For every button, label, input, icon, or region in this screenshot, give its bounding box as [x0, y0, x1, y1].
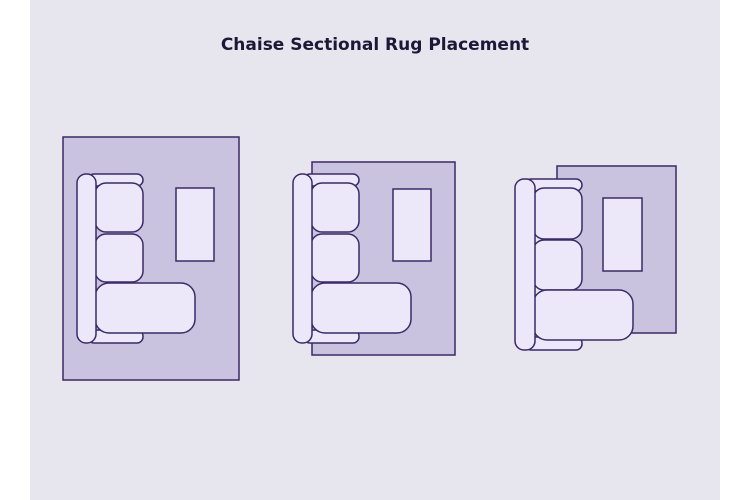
- sectional-cushion-1a-1: [94, 182, 144, 233]
- sectional-cushion-1b-1: [94, 233, 144, 283]
- arrangement-3: [514, 165, 677, 351]
- sectional-cushion-b-2: [310, 233, 360, 283]
- sectional-cushion-a-3: [532, 187, 583, 240]
- coffee-table-3: [602, 197, 643, 272]
- coffee-table-2: [392, 188, 432, 262]
- sectional-arm-1: [76, 173, 97, 344]
- sectional-cushion-b-3: [532, 239, 583, 291]
- sectional-arm-2: [292, 173, 313, 344]
- arrangement-1: [62, 136, 240, 381]
- sectional-arm-3: [514, 178, 536, 351]
- sectional-cushion-a-2: [310, 182, 360, 233]
- chaise-3: [532, 289, 634, 341]
- page-title: Chaise Sectional Rug Placement: [220, 35, 530, 55]
- arrangement-2: [292, 161, 456, 356]
- chaise-2: [310, 282, 412, 334]
- chaise-1: [94, 282, 196, 334]
- coffee-table-1: [175, 187, 215, 262]
